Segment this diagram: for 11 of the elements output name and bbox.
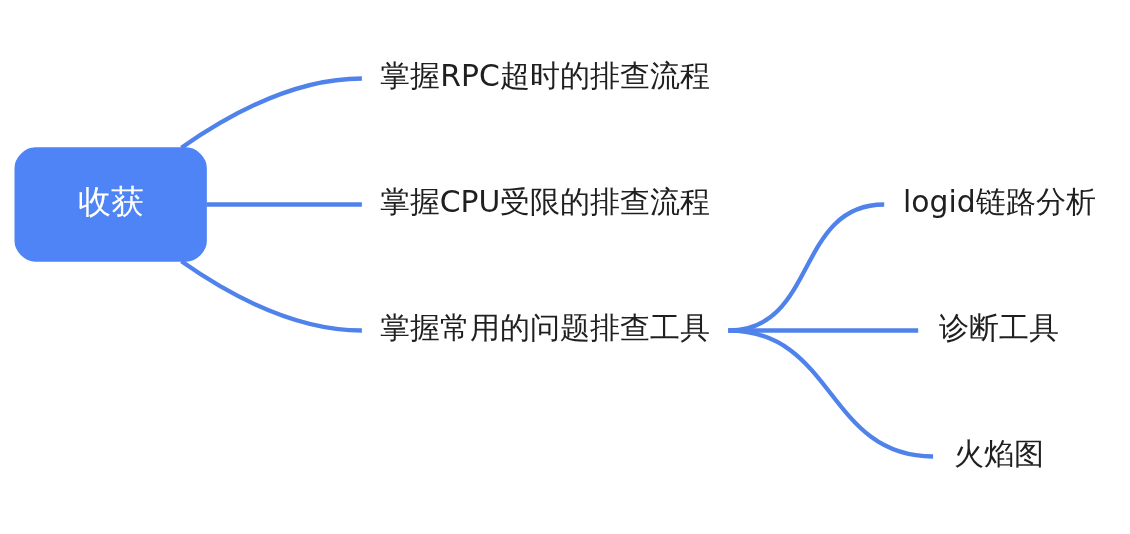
node-text: logid链路分析 — [903, 183, 1096, 219]
connector — [180, 258, 362, 333]
node-text: 掌握RPC超时的排查流程 — [380, 57, 710, 93]
node-box: 收获 — [14, 146, 207, 262]
node-text: 诊断工具 — [939, 309, 1060, 345]
connector — [206, 201, 362, 207]
connector — [728, 327, 934, 459]
node-text: 掌握CPU受限的排查流程 — [379, 183, 711, 219]
node-text: 火焰图 — [954, 435, 1045, 471]
node-text: 掌握常用的问题排查工具 — [380, 309, 711, 345]
connector — [180, 75, 362, 150]
